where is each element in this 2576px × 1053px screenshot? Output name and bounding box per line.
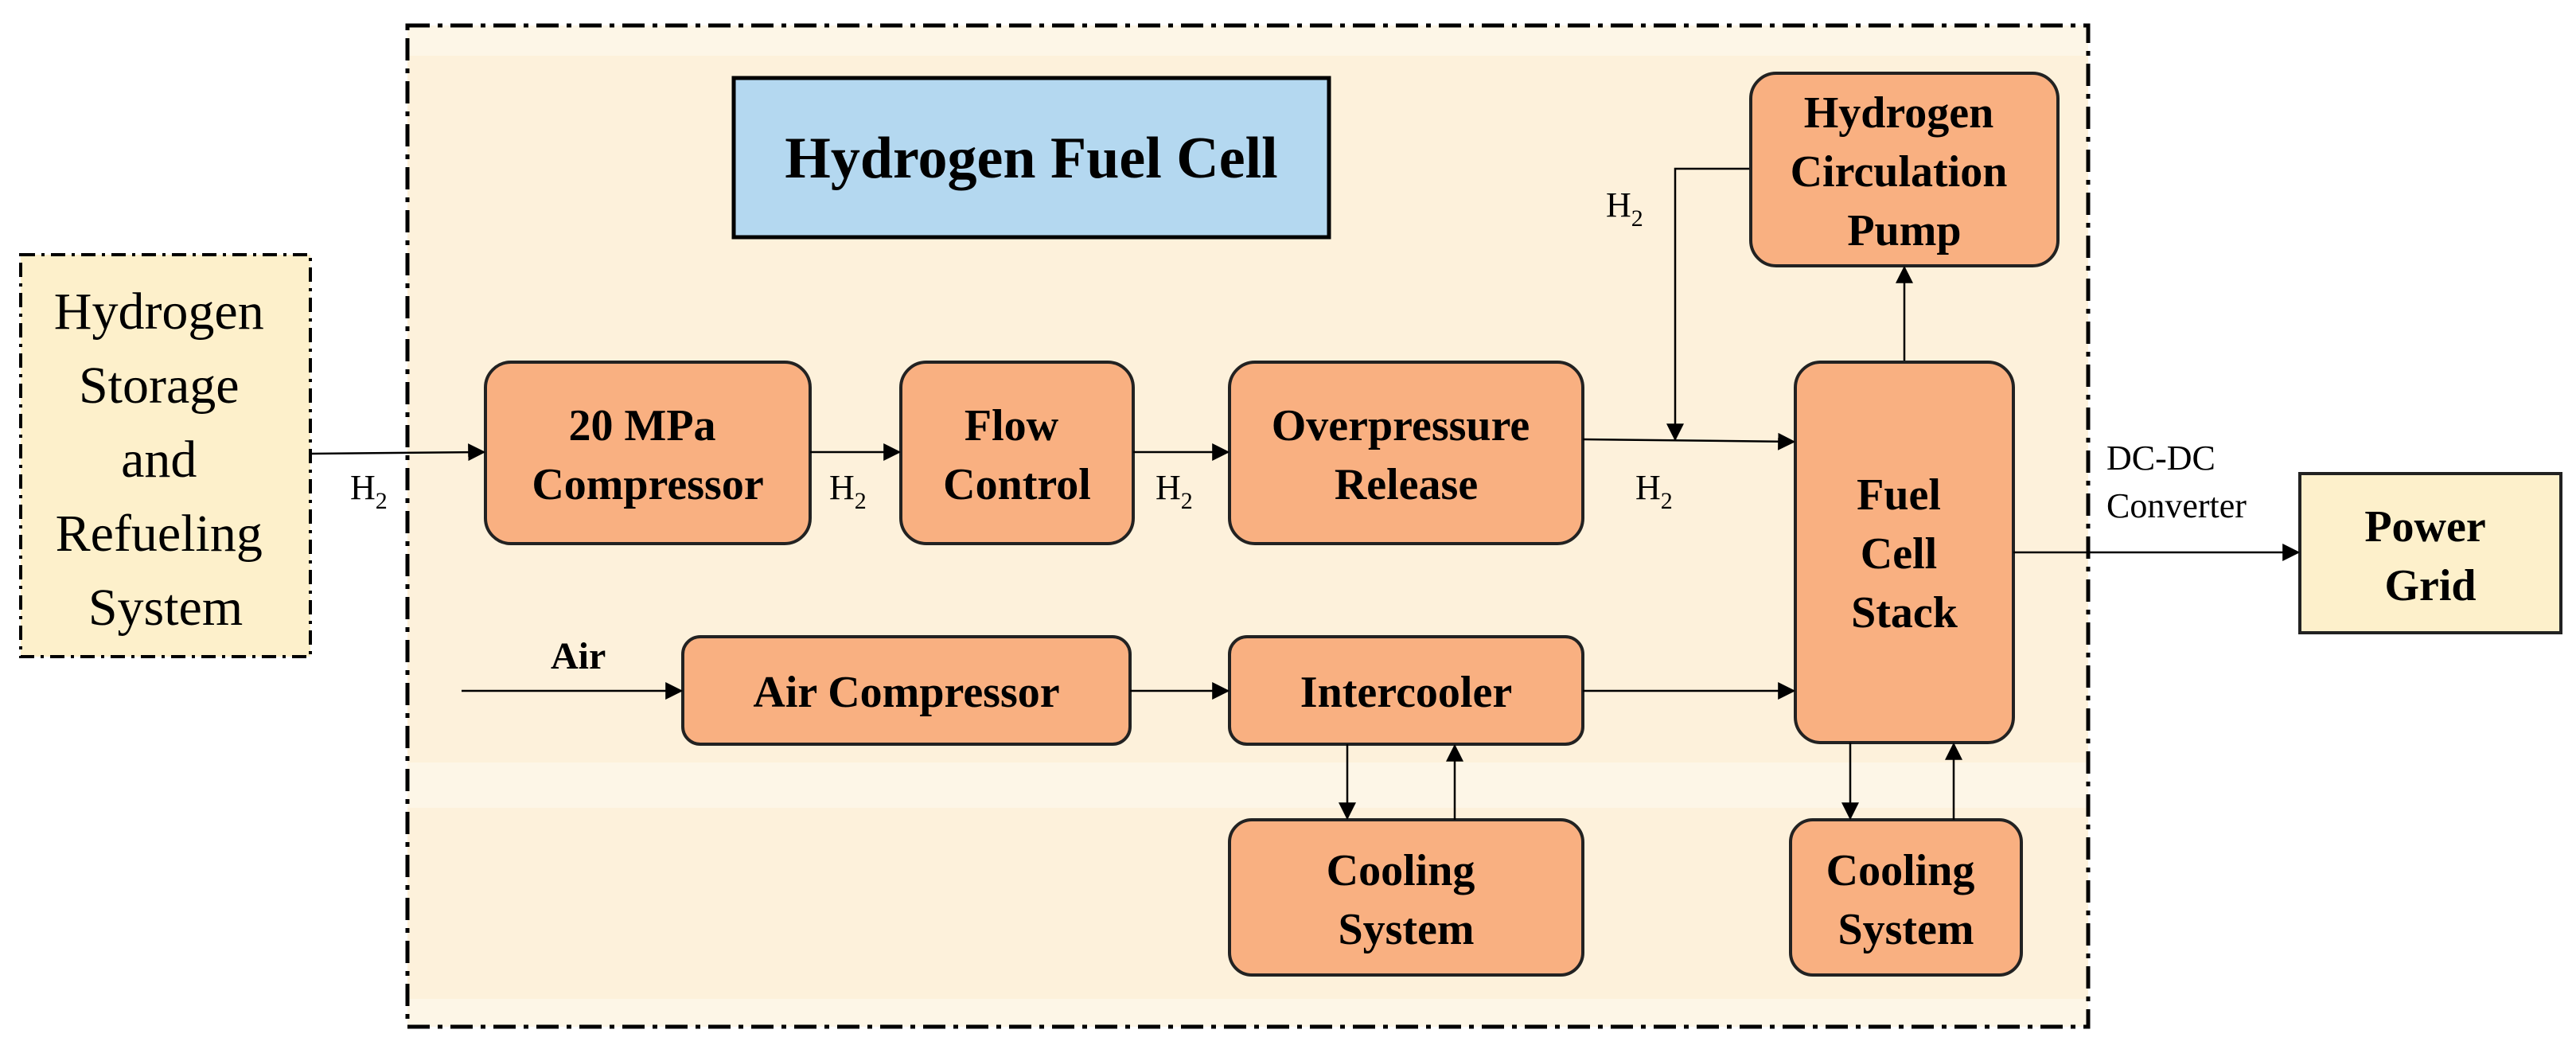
h2-label-storage: H2 [350,468,388,514]
h2-label-recirculation: H2 [1606,185,1643,232]
cooling-system-2-box [1789,818,2023,977]
fuel-cell-stack-label: Fuel Cell Stack [1851,470,1958,638]
h2-label-flow-control: H2 [1155,468,1193,514]
compressor-20mpa-box [484,361,812,545]
title-box [731,76,1331,240]
compressor-20mpa-label: 20 MPa Compressor [532,401,763,509]
air-label: Air [551,635,606,677]
cooling-system-1-box [1228,818,1584,977]
air-compressor-label: Air Compressor [753,668,1059,717]
power-grid-box [2298,472,2562,634]
cooling-system-1-label: Cooling System [1327,846,1487,954]
flow-control-label: Flow Control [943,401,1091,509]
dcdc-converter-label: DC-DC Converter [2106,439,2247,525]
arrow-overpressure-to-stack [1582,432,1796,450]
flow-control-box [899,361,1135,545]
arrow-storage-to-compressor [311,443,486,462]
hydrogen-circulation-pump-label: Hydrogen Circulation Pump [1791,88,2019,255]
hydrogen-storage-label: Hydrogen Storage and Refueling System [54,283,277,637]
intercooler-label: Intercooler [1300,668,1512,717]
power-grid-label: Power Grid [2364,502,2496,610]
cooling-system-2-label: Cooling System [1826,846,1986,954]
page-title: Hydrogen Fuel Cell [785,126,1277,191]
hydrogen-storage-box [19,253,312,658]
h2-label-overpressure: H2 [1635,468,1673,514]
h2-label-compressor: H2 [829,468,867,514]
overpressure-release-label: Overpressure Release [1272,401,1541,509]
fuel-cell-region-border [405,23,2091,1029]
overpressure-release-box [1228,361,1584,545]
arrow-pump-return [1666,167,1749,442]
